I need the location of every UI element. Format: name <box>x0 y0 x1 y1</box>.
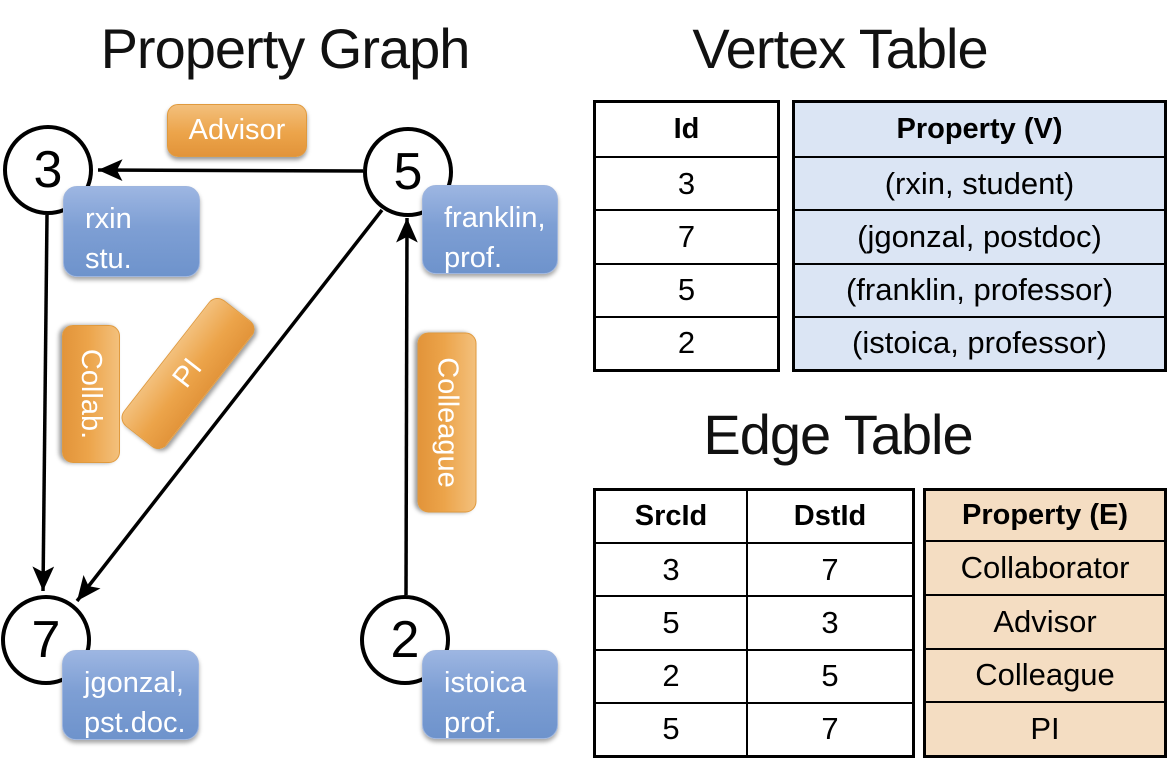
node-7-id: 7 <box>31 611 61 669</box>
edge-table-property-column: Property (E) Collaborator Advisor Collea… <box>923 488 1167 758</box>
vertex-table-property-cell: (rxin, student) <box>795 156 1164 210</box>
edge-table-id-columns: SrcId DstId 3 7 5 3 2 5 5 7 <box>593 488 915 758</box>
edge-table-header-dstid: DstId <box>746 491 912 542</box>
edge-table-dstid-cell: 5 <box>746 648 912 702</box>
edge-label-collab: Collab. <box>62 325 120 463</box>
edge-collab-line <box>32 214 55 592</box>
edge-table-property-cell: Collaborator <box>926 540 1164 594</box>
vertex-table-header-property: Property (V) <box>795 103 1164 156</box>
vertex-table-id-cell: 7 <box>596 209 777 262</box>
edge-table-property-cell: Colleague <box>926 647 1164 702</box>
vertex-table-property-column: Property (V) (rxin, student) (jgonzal, p… <box>792 100 1167 372</box>
graph-node-2: 2 <box>360 595 450 685</box>
vertex-table-property-cell: (franklin, professor) <box>795 262 1164 316</box>
edge-table-dstid-cell: 7 <box>746 701 912 755</box>
vertex-table-id-cell: 3 <box>596 156 777 209</box>
edge-label-pi-text: PI <box>166 352 209 394</box>
vertex-box-franklin-line2: prof. <box>444 242 503 275</box>
vertex-box-jgonzal-line1: jgonzal, <box>84 667 184 699</box>
edge-table-header-property: Property (E) <box>926 491 1164 540</box>
vertex-table-title: Vertex Table <box>692 17 988 80</box>
edge-advisor-line <box>97 159 364 181</box>
edge-table-srcid-cell: 5 <box>596 595 746 648</box>
edge-label-advisor: Advisor <box>167 104 307 157</box>
vertex-box-rxin-line2: stu. <box>85 243 132 276</box>
vertex-box-jgonzal: jgonzal, pst.doc. <box>62 650 199 740</box>
edge-table-title: Edge Table <box>703 403 973 466</box>
vertex-table-id-cell: 2 <box>596 315 777 369</box>
edge-table-srcid-cell: 2 <box>596 648 746 702</box>
node-2-id: 2 <box>390 611 420 669</box>
vertex-table-id-column: Id 3 7 5 2 <box>593 100 780 372</box>
vertex-box-istoica: istoica prof. <box>422 650 558 739</box>
graph-edges <box>32 159 418 603</box>
edge-table-dstid-cell: 7 <box>746 542 912 596</box>
graph-node-5: 5 <box>363 127 453 217</box>
vertex-box-franklin: franklin, prof. <box>422 185 558 274</box>
edge-table-srcid-cell: 5 <box>596 701 746 755</box>
edge-table-property-cell: PI <box>926 701 1164 755</box>
vertex-table-header-id: Id <box>673 113 700 145</box>
edge-label-collab-text: Collab. <box>75 348 108 440</box>
edge-table-header-srcid: SrcId <box>634 500 708 532</box>
edge-label-colleague-text: Colleague <box>431 357 464 488</box>
edge-colleague-line <box>396 217 418 596</box>
vertex-box-rxin: rxin stu. <box>63 186 200 277</box>
node-5-id: 5 <box>393 143 423 201</box>
vertex-box-istoica-line2: prof. <box>444 707 503 740</box>
edge-label-colleague: Colleague <box>417 332 477 513</box>
vertex-table-property-cell: (jgonzal, postdoc) <box>795 209 1164 263</box>
edge-label-advisor-text: Advisor <box>188 114 286 146</box>
graph-title: Property Graph <box>100 17 471 80</box>
edge-pi-line <box>75 208 384 603</box>
vertex-table-property-cell: (istoica, professor) <box>795 315 1164 369</box>
vertex-box-rxin-line1: rxin <box>85 203 132 235</box>
vertex-box-franklin-line1: franklin, <box>444 202 546 234</box>
vertex-box-istoica-line1: istoica <box>444 667 527 699</box>
edge-table-dstid-cell: 3 <box>746 595 912 649</box>
edge-table-srcid-cell: 3 <box>596 542 746 595</box>
edge-table-property-cell: Advisor <box>926 593 1164 648</box>
node-3-id: 3 <box>33 141 63 199</box>
vertex-box-jgonzal-line2: pst.doc. <box>84 707 186 740</box>
vertex-table-id-cell: 5 <box>596 262 777 316</box>
